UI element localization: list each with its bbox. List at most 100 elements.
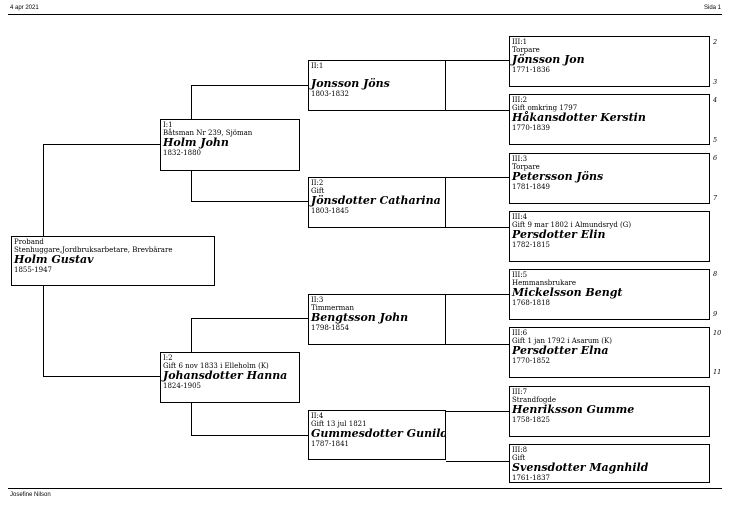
connector-line — [43, 144, 44, 236]
person-dates: 1782-1815 — [512, 241, 550, 250]
person-name: Bengtsson John — [311, 311, 409, 325]
header-rule — [8, 14, 722, 15]
person-name: Gummesdotter Gunild — [311, 427, 446, 441]
person-occupation: Stenhuggare,Jordbruksarbetare, Brevbärar… — [14, 246, 173, 255]
person-code: II:1 — [311, 62, 324, 70]
person-marriage: Gift 1 jan 1792 i Asarum (K) — [512, 337, 612, 346]
connector-line — [191, 403, 192, 436]
person-dates: 1803-1845 — [311, 207, 349, 216]
person-code: III:5 — [512, 271, 528, 279]
person-card-ii2[interactable]: II:2 Gift Jönsdotter Catharina 1803-1845 — [308, 177, 446, 228]
person-dates: 1855-1947 — [14, 266, 52, 275]
continuation-ref[interactable]: 10 — [713, 329, 722, 337]
person-marriage: Gift omkring 1797 — [512, 104, 578, 113]
continuation-ref[interactable]: 4 — [713, 96, 718, 104]
person-name: Johansdotter Hanna — [163, 369, 288, 383]
person-code: II:4 — [311, 412, 324, 420]
continuation-ref[interactable]: 11 — [713, 368, 722, 376]
person-name: Holm Gustav — [14, 253, 94, 267]
connector-line — [43, 144, 160, 145]
print-date: 4 apr 2021 — [10, 5, 39, 11]
author-name: Josefine Nilson — [10, 492, 51, 498]
continuation-ref[interactable]: 9 — [713, 310, 718, 318]
person-dates: 1832-1880 — [163, 149, 201, 158]
continuation-ref[interactable]: 5 — [713, 136, 718, 144]
person-dates: 1787-1841 — [311, 440, 349, 449]
continuation-ref[interactable]: 3 — [713, 78, 718, 86]
connector-line — [446, 110, 509, 111]
person-name: Håkansdotter Kerstin — [512, 111, 646, 125]
person-code: III:1 — [512, 38, 528, 46]
continuation-ref[interactable]: 2 — [713, 38, 718, 46]
person-dates: 1758-1825 — [512, 416, 550, 425]
person-card-iii2[interactable]: III:2 Gift omkring 1797 Håkansdotter Ker… — [509, 94, 710, 145]
person-dates: 1761-1837 — [512, 474, 550, 483]
continuation-ref[interactable]: 7 — [713, 194, 718, 202]
person-card-iii3[interactable]: III:3 Torpare Petersson Jöns 1781-1849 — [509, 153, 710, 204]
person-occupation: Torpare — [512, 46, 540, 55]
person-dates: 1824-1905 — [163, 382, 201, 391]
person-code: II:3 — [311, 296, 324, 304]
person-card-proband[interactable]: Proband Stenhuggare,Jordbruksarbetare, B… — [11, 236, 215, 286]
person-card-i2[interactable]: I:2 Gift 6 nov 1833 i Elleholm (K) Johan… — [160, 352, 300, 403]
person-card-ii1[interactable]: II:1 Jonsson Jöns 1803-1832 — [308, 60, 446, 111]
continuation-ref[interactable]: 8 — [713, 270, 718, 278]
connector-line — [191, 318, 308, 319]
person-card-iii5[interactable]: III:5 Hemmansbrukare Mickelsson Bengt 17… — [509, 269, 710, 320]
person-card-iii8[interactable]: III:8 Gift Svensdotter Magnhild 1761-183… — [509, 444, 710, 483]
connector-line — [191, 85, 308, 86]
person-name: Holm John — [163, 136, 229, 150]
person-occupation: Torpare — [512, 163, 540, 172]
person-name: Svensdotter Magnhild — [512, 461, 649, 475]
connector-line — [43, 286, 44, 377]
connector-line — [446, 411, 509, 412]
connector-line — [191, 435, 308, 436]
person-dates: 1770-1839 — [512, 124, 550, 133]
person-card-ii4[interactable]: II:4 Gift 13 jul 1821 Gummesdotter Gunil… — [308, 410, 446, 460]
person-occupation: Strandfogde — [512, 396, 557, 405]
connector-line — [446, 294, 509, 295]
person-code: I:1 — [163, 121, 173, 129]
person-dates: 1770-1852 — [512, 357, 550, 366]
connector-line — [43, 376, 160, 377]
person-card-iii7[interactable]: III:7 Strandfogde Henriksson Gumme 1758-… — [509, 386, 710, 437]
person-card-i1[interactable]: I:1 Båtsman Nr 239, Sjöman Holm John 183… — [160, 119, 300, 171]
connector-line — [446, 227, 509, 228]
person-dates: 1798-1854 — [311, 324, 349, 333]
person-name: Jönsson Jon — [512, 53, 585, 67]
person-name: Persdotter Elin — [512, 228, 606, 242]
person-code: III:3 — [512, 155, 528, 163]
person-marriage: Gift — [311, 187, 325, 196]
person-marriage: Gift 13 jul 1821 — [311, 420, 367, 429]
person-code: I:2 — [163, 354, 173, 362]
person-name: Jönsdotter Catharina — [311, 194, 441, 208]
person-marriage: Gift 9 mar 1802 i Almundsryd (G) — [512, 221, 632, 230]
person-occupation: Hemmansbrukare — [512, 279, 577, 288]
person-name: Henriksson Gumme — [512, 403, 635, 417]
person-code: Proband — [14, 238, 44, 246]
person-occupation: Timmerman — [311, 304, 354, 313]
footer-rule — [8, 488, 722, 489]
connector-line — [446, 461, 509, 462]
person-occupation: Båtsman Nr 239, Sjöman — [163, 129, 253, 138]
connector-line — [191, 201, 308, 202]
person-card-iii6[interactable]: III:6 Gift 1 jan 1792 i Asarum (K) Persd… — [509, 327, 710, 378]
connector-line — [446, 344, 509, 345]
connector-line — [191, 85, 192, 119]
person-dates: 1768-1818 — [512, 299, 550, 308]
connector-line — [191, 318, 192, 352]
connector-line — [446, 177, 509, 178]
person-card-iii4[interactable]: III:4 Gift 9 mar 1802 i Almundsryd (G) P… — [509, 211, 710, 262]
person-dates: 1771-1836 — [512, 66, 550, 75]
person-code: III:8 — [512, 446, 528, 454]
person-code: III:7 — [512, 388, 528, 396]
connector-line — [191, 171, 192, 202]
person-name: Mickelsson Bengt — [512, 286, 623, 300]
connector-line — [446, 60, 509, 61]
person-marriage: Gift — [512, 454, 526, 463]
person-card-iii1[interactable]: III:1 Torpare Jönsson Jon 1771-1836 — [509, 36, 710, 87]
person-card-ii3[interactable]: II:3 Timmerman Bengtsson John 1798-1854 — [308, 294, 446, 345]
person-name: Persdotter Elna — [512, 344, 609, 358]
continuation-ref[interactable]: 6 — [713, 154, 718, 162]
person-dates: 1803-1832 — [311, 90, 349, 99]
